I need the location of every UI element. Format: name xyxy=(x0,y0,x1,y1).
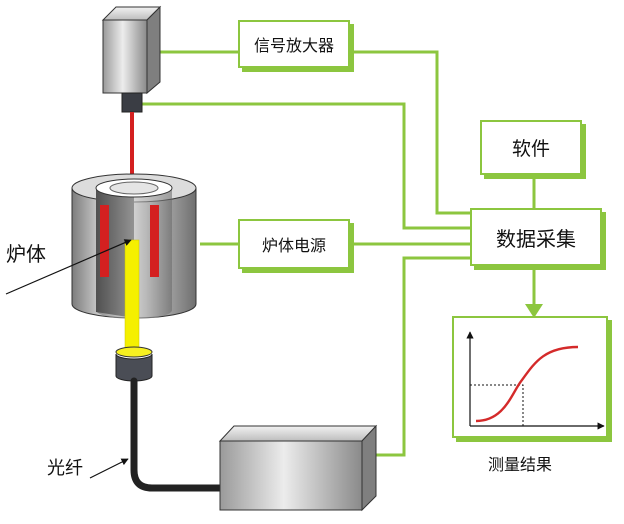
amplifier-label: 信号放大器 xyxy=(253,36,334,55)
optical-fiber xyxy=(130,377,230,492)
line-detector-to-daq xyxy=(136,102,470,230)
furnace-power-label: 炉体电源 xyxy=(261,236,326,255)
data-acquisition-label: 数据采集 xyxy=(496,226,576,251)
amplifier-box: 信号放大器 xyxy=(238,20,350,68)
collimator xyxy=(115,346,153,382)
result-frame xyxy=(452,316,608,438)
light-column xyxy=(124,239,140,353)
result-curve xyxy=(475,345,579,423)
result-label: 测量结果 xyxy=(488,455,553,474)
arrow-to-result xyxy=(525,304,543,318)
software-box: 软件 xyxy=(480,120,582,175)
spectrometer xyxy=(218,424,378,512)
fiber-pointer xyxy=(89,458,129,479)
furnace-label: 炉体 xyxy=(6,242,46,266)
software-label: 软件 xyxy=(511,138,550,160)
data-acquisition-box: 数据采集 xyxy=(470,208,602,266)
line-spectrometer-to-daq xyxy=(376,256,470,457)
green-connectors xyxy=(136,50,543,457)
detector xyxy=(101,5,162,113)
fiber-label: 光纤 xyxy=(47,458,83,479)
line-amplifier-to-daq xyxy=(350,50,470,215)
furnace-pointer xyxy=(5,239,132,295)
furnace-power-box: 炉体电源 xyxy=(238,219,350,269)
result-graph xyxy=(466,331,605,430)
